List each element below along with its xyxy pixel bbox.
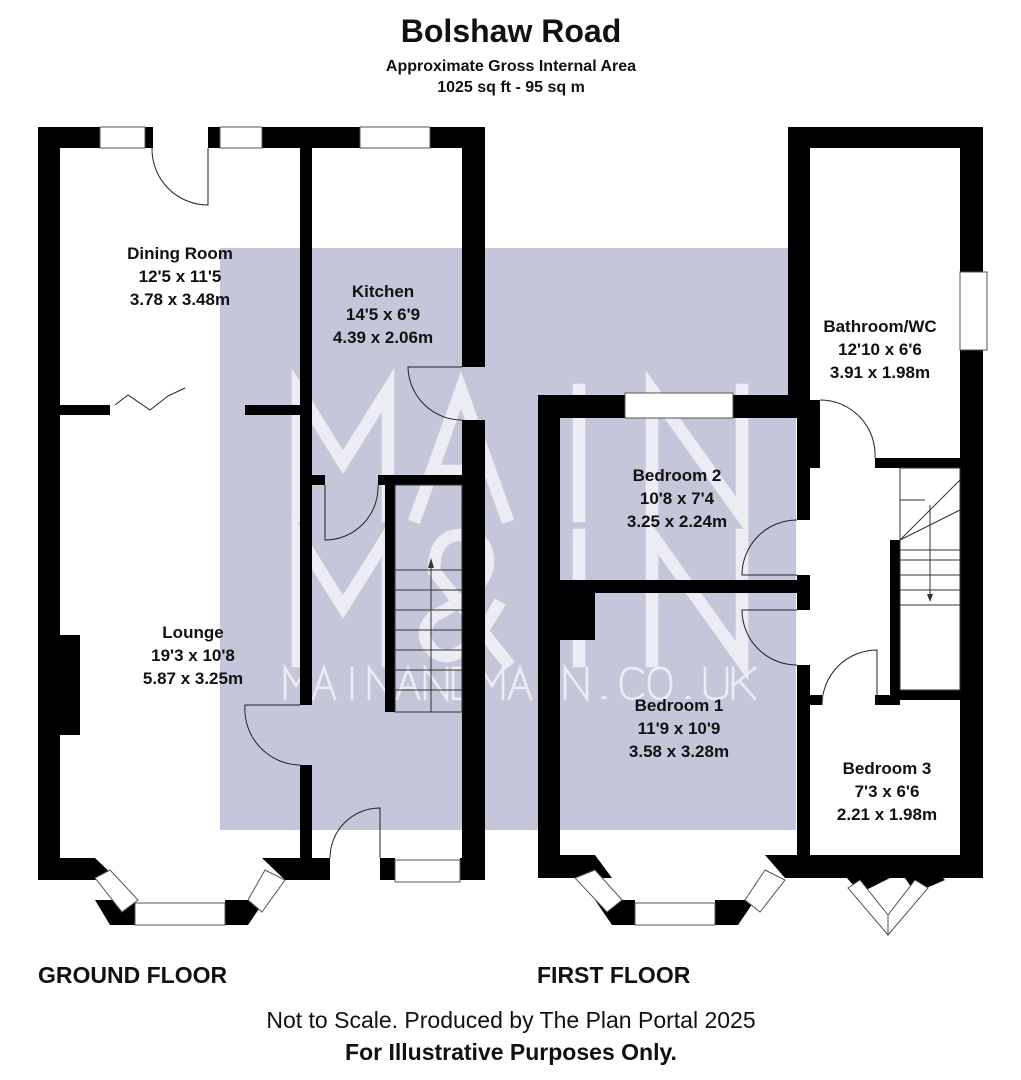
plan-area: 1025 sq ft - 95 sq m <box>437 79 585 96</box>
watermark-glyph <box>619 666 645 701</box>
room-metric: 4.39 x 2.06m <box>333 328 433 347</box>
room-imperial: 12'5 x 11'5 <box>139 267 222 286</box>
room-bedroom-1: Bedroom 1 11'9 x 10'9 3.58 x 3.28m <box>629 696 729 761</box>
plan-title: Bolshaw Road <box>401 13 621 49</box>
room-name: Bedroom 1 <box>635 696 724 715</box>
room-name: Kitchen <box>352 282 414 301</box>
room-metric: 3.25 x 2.24m <box>627 512 727 531</box>
room-metric: 2.21 x 1.98m <box>837 805 937 824</box>
watermark-glyph <box>647 666 673 701</box>
room-kitchen: Kitchen 14'5 x 6'9 4.39 x 2.06m <box>333 282 433 347</box>
room-metric: 3.58 x 3.28m <box>629 742 729 761</box>
watermark-glyph <box>645 515 749 681</box>
room-lounge: Lounge 19'3 x 10'8 5.87 x 3.25m <box>143 623 243 688</box>
illustrative-note: For Illustrative Purposes Only. <box>345 1039 677 1065</box>
room-imperial: 12'10 x 6'6 <box>838 340 922 359</box>
room-name: Bathroom/WC <box>823 317 936 336</box>
first-floor-doors <box>741 399 878 706</box>
room-imperial: 10'8 x 7'4 <box>640 489 715 508</box>
room-imperial: 7'3 x 6'6 <box>855 782 920 801</box>
watermark-background <box>220 248 796 830</box>
room-name: Lounge <box>162 623 223 642</box>
ground-floor-walls <box>38 126 485 926</box>
first-floor-stairs <box>899 467 961 691</box>
first-floor-label: FIRST FLOOR <box>537 962 691 988</box>
room-name: Bedroom 3 <box>843 759 932 778</box>
ground-floor-label: GROUND FLOOR <box>38 962 227 988</box>
watermark-glyph <box>311 664 337 701</box>
room-imperial: 19'3 x 10'8 <box>151 646 235 665</box>
room-metric: 3.78 x 3.48m <box>130 290 230 309</box>
watermark-glyph <box>563 663 589 703</box>
room-bathroom: Bathroom/WC 12'10 x 6'6 3.91 x 1.98m <box>823 317 936 382</box>
room-metric: 3.91 x 1.98m <box>830 363 930 382</box>
first-floor-walls <box>538 127 988 937</box>
watermark-glyph <box>507 664 533 701</box>
room-bedroom-3: Bedroom 3 7'3 x 6'6 2.21 x 1.98m <box>837 759 937 824</box>
plan-subtitle: Approximate Gross Internal Area <box>386 58 636 75</box>
room-imperial: 14'5 x 6'9 <box>346 305 420 324</box>
room-imperial: 11'9 x 10'9 <box>638 719 721 738</box>
room-dining-room: Dining Room 12'5 x 11'5 3.78 x 3.48m <box>127 244 233 309</box>
room-bedroom-2: Bedroom 2 10'8 x 7'4 3.25 x 2.24m <box>627 466 727 531</box>
watermark-glyph <box>731 666 757 701</box>
ground-floor-stairs <box>394 484 463 713</box>
watermark-logo <box>220 248 796 830</box>
ground-floor-doors <box>114 147 463 859</box>
watermark-glyph <box>395 664 421 701</box>
watermark-glyph <box>703 666 729 701</box>
disclaimer: Not to Scale. Produced by The Plan Porta… <box>266 1007 755 1033</box>
watermark-lettering <box>283 368 757 703</box>
watermark-glyph <box>291 368 395 523</box>
room-name: Bedroom 2 <box>633 466 722 485</box>
room-name: Dining Room <box>127 244 233 263</box>
room-metric: 5.87 x 3.25m <box>143 669 243 688</box>
watermark-glyph <box>423 663 449 703</box>
watermark-glyph <box>645 370 749 536</box>
